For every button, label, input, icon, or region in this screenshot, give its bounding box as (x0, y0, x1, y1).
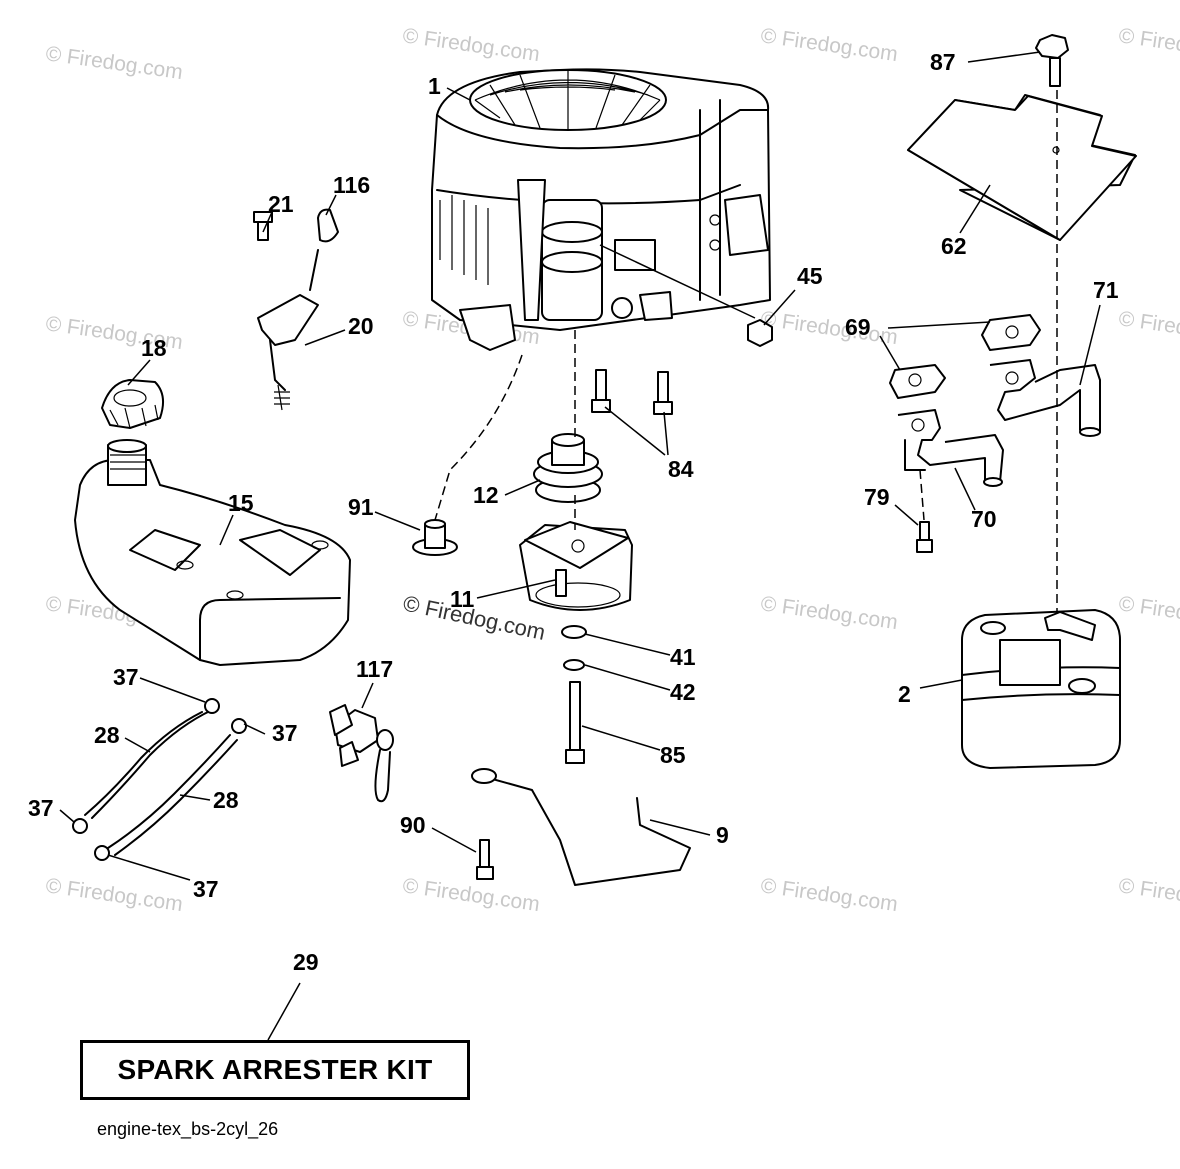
callout-28: 28 (94, 722, 120, 748)
callout-79: 79 (864, 484, 890, 510)
hose-clamp-part (72, 818, 88, 834)
callout-21: 21 (268, 191, 294, 217)
exhaust-pipe-part (897, 409, 1004, 487)
bolt-part (1035, 34, 1069, 87)
exhaust-pipe-part (989, 359, 1101, 437)
watermark: © Firedog.com (401, 874, 541, 916)
fuel-hose-part (91, 709, 213, 819)
callout-84: 84 (668, 456, 694, 482)
callout-9: 9 (716, 822, 729, 848)
callout-62: 62 (941, 233, 967, 259)
bolt-part (476, 839, 494, 880)
leader-lines (59, 51, 1101, 1041)
fuel-tank-part (74, 439, 351, 666)
brace-rod-part (477, 774, 691, 886)
bolt-part (916, 521, 933, 553)
hose-clamp-part (231, 718, 247, 734)
washer-part (563, 659, 585, 671)
fuel-valve-part (329, 704, 394, 803)
callout-90: 90 (400, 812, 426, 838)
callout-85: 85 (660, 742, 686, 768)
diagram-caption: engine-tex_bs-2cyl_26 (97, 1119, 279, 1139)
watermark: © Firedog.com (44, 874, 184, 916)
watermark: © Firedog.com (759, 592, 899, 634)
bushing-part (412, 519, 458, 556)
watermark: © Firedog.com (401, 24, 541, 66)
callout-45: 45 (797, 263, 823, 289)
watermark: © Firedog.com (759, 307, 899, 349)
washer-part (561, 625, 587, 639)
callout-69: 69 (845, 314, 871, 340)
callout-71: 71 (1093, 277, 1119, 303)
spark-arrester-kit-box: SPARK ARRESTER KIT (80, 1040, 470, 1100)
callout-37: 37 (272, 720, 298, 746)
fuel-cap-part (101, 379, 165, 429)
watermark: © Firedog.com (44, 42, 184, 84)
watermark: © Firedog.com (759, 24, 899, 66)
callout-37: 37 (113, 664, 139, 690)
callout-87: 87 (930, 49, 956, 75)
callout-116: 116 (333, 172, 370, 198)
fuel-hose-part (114, 739, 238, 856)
watermark: © Firedog.com (1117, 874, 1180, 916)
alignment-lines (434, 90, 1058, 612)
watermark: © Firedog.com (1117, 24, 1180, 66)
hose-clamp-part (94, 845, 110, 861)
watermark: © Firedog.com (1117, 592, 1180, 634)
callout-42: 42 (670, 679, 696, 705)
callout-117: 117 (356, 656, 393, 682)
pulley-part (533, 433, 603, 503)
fuel-hose-part (84, 711, 203, 816)
callout-2: 2 (898, 681, 911, 707)
gasket-part (889, 314, 1041, 399)
brace-rod-eye (471, 768, 497, 784)
callout-41: 41 (670, 644, 696, 670)
watermark: © Firedog.com (1117, 307, 1180, 349)
clutch-part (519, 521, 633, 611)
callout-29: 29 (293, 949, 319, 975)
callout-28: 28 (213, 787, 239, 813)
callout-11: 11 (450, 586, 475, 612)
muffler-part (961, 609, 1121, 769)
engine-part (431, 68, 771, 351)
watermark: © Firedog.com (759, 874, 899, 916)
callout-37: 37 (193, 876, 219, 902)
callout-15: 15 (228, 490, 254, 516)
callout-12: 12 (473, 482, 499, 508)
callout-91: 91 (348, 494, 374, 520)
callouts: 1 2 9 11 12 15 18 20 21 28 28 29 37 37 3… (28, 49, 1119, 975)
hose-clamp-part (204, 698, 220, 714)
bolt-part (591, 369, 673, 415)
callout-18: 18 (141, 335, 167, 361)
callout-70: 70 (971, 506, 997, 532)
heat-shield-part (907, 95, 1137, 241)
callout-1: 1 (428, 73, 441, 99)
kit-label: SPARK ARRESTER KIT (117, 1054, 433, 1085)
long-bolt-part (565, 681, 585, 764)
callout-20: 20 (348, 313, 374, 339)
fuel-hose-part (107, 734, 231, 849)
nut-part (747, 319, 773, 347)
throttle-control-part (253, 208, 339, 411)
callout-37: 37 (28, 795, 54, 821)
